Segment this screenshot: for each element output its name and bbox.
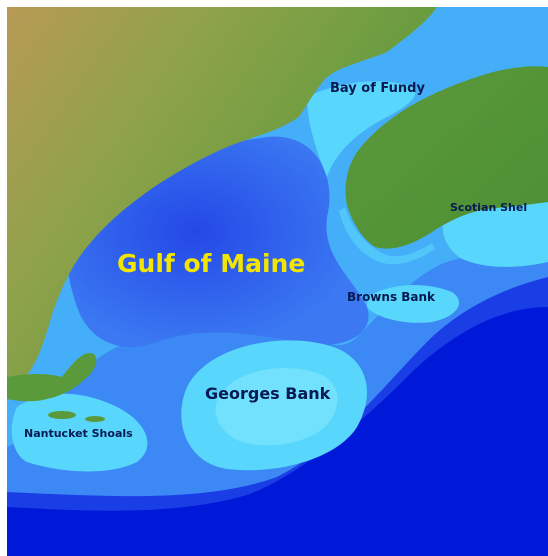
nantucket-shoals-label: Nantucket Shoals: [24, 427, 133, 440]
georges-bank-core: [215, 368, 338, 446]
marthas-vineyard: [48, 411, 76, 419]
georges-bank-label: Georges Bank: [205, 384, 331, 403]
nova-scotia: [345, 66, 548, 249]
nantucket-island: [85, 416, 105, 422]
nova-scotia-coast-shallows: [339, 207, 435, 265]
bay-of-fundy-label: Bay of Fundy: [330, 81, 425, 96]
browns-bank-shoal: [367, 285, 460, 323]
mainland: [7, 7, 437, 382]
gulf-of-maine-label: Gulf of Maine: [117, 249, 305, 278]
cape-cod: [7, 353, 97, 402]
bay-of-fundy-water: [307, 81, 416, 177]
gulf-of-maine-map[interactable]: Gulf of Maine Bay of Fundy Scotian Shel …: [7, 7, 548, 556]
nantucket-shoals-area: [11, 393, 148, 472]
scotian-shelf-label: Scotian Shel: [450, 201, 527, 214]
browns-bank-label: Browns Bank: [347, 290, 436, 304]
